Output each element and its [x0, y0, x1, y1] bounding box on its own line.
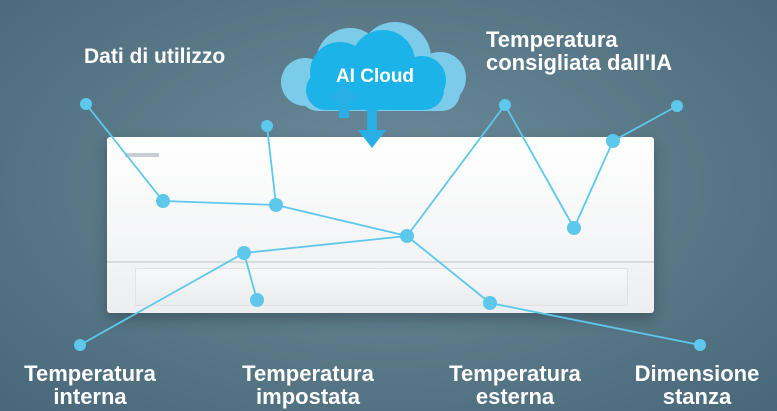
- node-endpoint: [499, 99, 511, 111]
- room-size-label: Dimensione stanza: [618, 362, 776, 408]
- node: [237, 246, 251, 260]
- cloud-group: AI Cloud: [281, 22, 466, 148]
- node: [269, 198, 283, 212]
- up-down-arrow-icon: [330, 84, 386, 148]
- node: [483, 296, 497, 310]
- indoor-temperature-line2: interna: [53, 384, 127, 410]
- cloud-shape: [306, 30, 446, 110]
- node-endpoint: [80, 98, 92, 110]
- ai-recommended-temperature-line1: Temperatura: [486, 27, 618, 52]
- set-temperature-line1: Temperatura: [242, 361, 374, 386]
- node-endpoint: [694, 339, 706, 351]
- connection-nodes: [74, 98, 706, 351]
- room-size-line2: stanza: [662, 384, 732, 410]
- ai-recommended-temperature-label: Temperatura consigliata dall'IA: [486, 28, 672, 74]
- node: [606, 134, 620, 148]
- node: [250, 293, 264, 307]
- brand-logo: [125, 153, 159, 157]
- node: [156, 194, 170, 208]
- usage-data-text: Dati di utilizzo: [84, 45, 226, 68]
- connection-lines: [79, 103, 701, 346]
- node-endpoint: [671, 100, 683, 112]
- node: [567, 221, 581, 235]
- outdoor-temperature-label: Temperatura esterna: [429, 362, 601, 408]
- set-temperature-line2: impostata: [256, 384, 360, 410]
- indoor-temperature-line1: Temperatura: [24, 361, 156, 386]
- cloud-label: AI Cloud: [336, 66, 414, 87]
- air-conditioner-unit: [107, 137, 654, 313]
- room-size-line1: Dimensione: [634, 361, 760, 386]
- air-flap: [135, 268, 628, 306]
- unit-seam: [107, 261, 654, 263]
- set-temperature-label: Temperatura impostata: [222, 362, 394, 408]
- outdoor-temperature-line2: esterna: [475, 384, 555, 410]
- node-hub: [400, 229, 414, 243]
- usage-data-label: Dati di utilizzo: [84, 45, 226, 68]
- outdoor-temperature-line1: Temperatura: [449, 361, 581, 386]
- node-endpoint: [74, 339, 86, 351]
- indoor-temperature-label: Temperatura interna: [4, 362, 176, 408]
- node-endpoint: [261, 120, 273, 132]
- ai-recommended-temperature-line2: consigliata dall'IA: [486, 50, 673, 76]
